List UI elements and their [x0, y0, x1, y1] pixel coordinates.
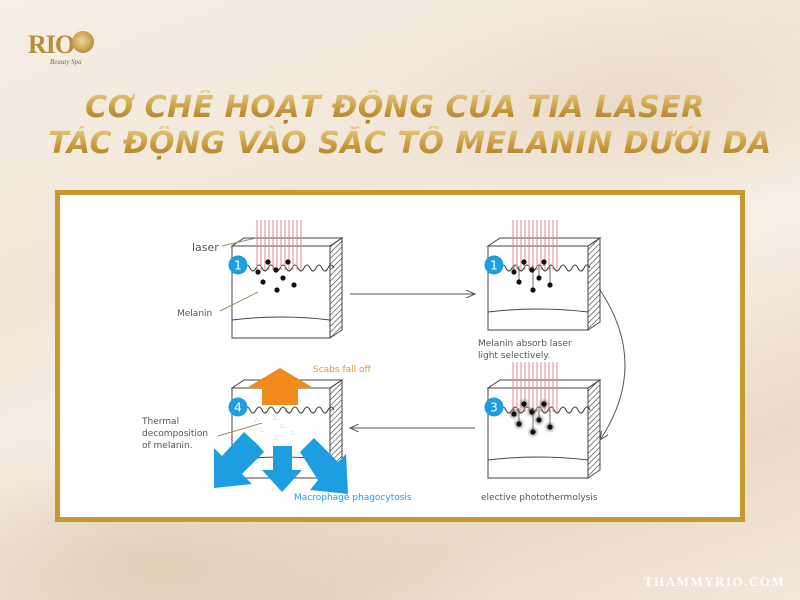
step-number: 1 — [490, 259, 498, 273]
melanin-dot — [516, 279, 522, 285]
svg-text:∴: ∴ — [273, 415, 277, 422]
melanin-dot — [530, 429, 536, 435]
step4-number-badge: 4 — [228, 397, 248, 417]
website-url: THAMMYRIO.COM — [644, 574, 786, 589]
melanin-dot — [530, 287, 536, 293]
melanin-dot — [529, 409, 535, 415]
step3-skin-block — [486, 362, 602, 479]
melanin-dot — [521, 259, 527, 265]
laser-beam-icon — [512, 220, 558, 270]
melanin-label: Melanin — [177, 309, 212, 319]
step-number: 1 — [234, 259, 242, 273]
melanin-dot — [536, 275, 542, 281]
melanin-dot — [255, 269, 261, 275]
melanin-dot — [547, 282, 553, 288]
arrow-down-right-icon — [300, 438, 348, 494]
melanin-dot — [291, 282, 297, 288]
melanin-dot — [541, 401, 547, 407]
svg-text:∴: ∴ — [291, 430, 295, 437]
melanin-dot — [516, 421, 522, 427]
thermal-label-1: Thermal — [141, 417, 179, 427]
svg-text:∴: ∴ — [280, 423, 284, 430]
melanin-dot — [265, 259, 271, 265]
step2-number-badge: 1 — [484, 255, 504, 275]
melanin-dot — [280, 275, 286, 281]
svg-text:∴: ∴ — [255, 417, 259, 424]
arrow-down-left-icon — [214, 432, 264, 488]
svg-text:∴: ∴ — [265, 407, 269, 414]
melanin-leader-line — [219, 291, 259, 312]
title-line-1: CƠ CHẾ HOẠT ĐỘNG CỦA TIA LASER — [0, 90, 795, 125]
melanin-dot — [536, 417, 542, 423]
melanin-dot — [529, 267, 535, 273]
thermal-label-2: decomposition — [142, 429, 208, 439]
step-number: 4 — [234, 401, 242, 415]
step2-caption-line2: light selectively. — [478, 351, 550, 361]
macrophage-label: Macrophage phagocytosis — [294, 493, 412, 503]
melanin-dot — [285, 259, 291, 265]
laser-leader-line — [221, 237, 257, 247]
brand-logo: RIO Beauty Spa — [28, 28, 98, 68]
laser-label: laser — [192, 241, 219, 254]
melanin-dot — [547, 424, 553, 430]
step1-number-badge: 1 — [228, 255, 248, 275]
melanin-dot — [541, 259, 547, 265]
melanin-dot — [511, 269, 517, 275]
melanin-dot — [273, 267, 279, 273]
step-number: 3 — [490, 401, 498, 415]
melanin-dot — [521, 401, 527, 407]
logo-text: RIO — [28, 30, 75, 59]
title-line-2: TÁC ĐỘNG VÀO SẮC TỐ MELANIN DƯỚI DA — [10, 126, 800, 161]
laser-beam-icon — [256, 220, 302, 270]
logo-tagline: Beauty Spa — [50, 58, 82, 66]
melanin-dot — [511, 411, 517, 417]
thermal-leader-line — [217, 422, 263, 437]
arrow-down-icon — [262, 446, 302, 492]
diagram-frame: ∴∴∴∴∴∴∴∴ Scabs fall off laser Melanin Me… — [55, 190, 745, 522]
svg-text:∴: ∴ — [274, 435, 278, 442]
melanin-dot — [274, 287, 280, 293]
arrow-step2-to-step3 — [600, 289, 626, 440]
down-arrows-icon — [214, 432, 348, 494]
rose-icon — [72, 31, 94, 53]
step3-number-badge: 3 — [484, 397, 504, 417]
scabs-fall-off-label: Scabs fall off — [313, 365, 371, 375]
step2-skin-block — [486, 220, 602, 331]
melanin-dot — [260, 279, 266, 285]
svg-text:∴: ∴ — [260, 427, 264, 434]
svg-text:∴: ∴ — [285, 407, 289, 414]
step2-caption-line1: Melanin absorb laser — [478, 339, 572, 349]
step1-skin-block — [230, 220, 344, 339]
step3-caption: elective photothermolysis — [481, 493, 598, 503]
thermal-label-3: of melanin. — [142, 441, 193, 451]
up-arrow-icon — [248, 368, 312, 405]
